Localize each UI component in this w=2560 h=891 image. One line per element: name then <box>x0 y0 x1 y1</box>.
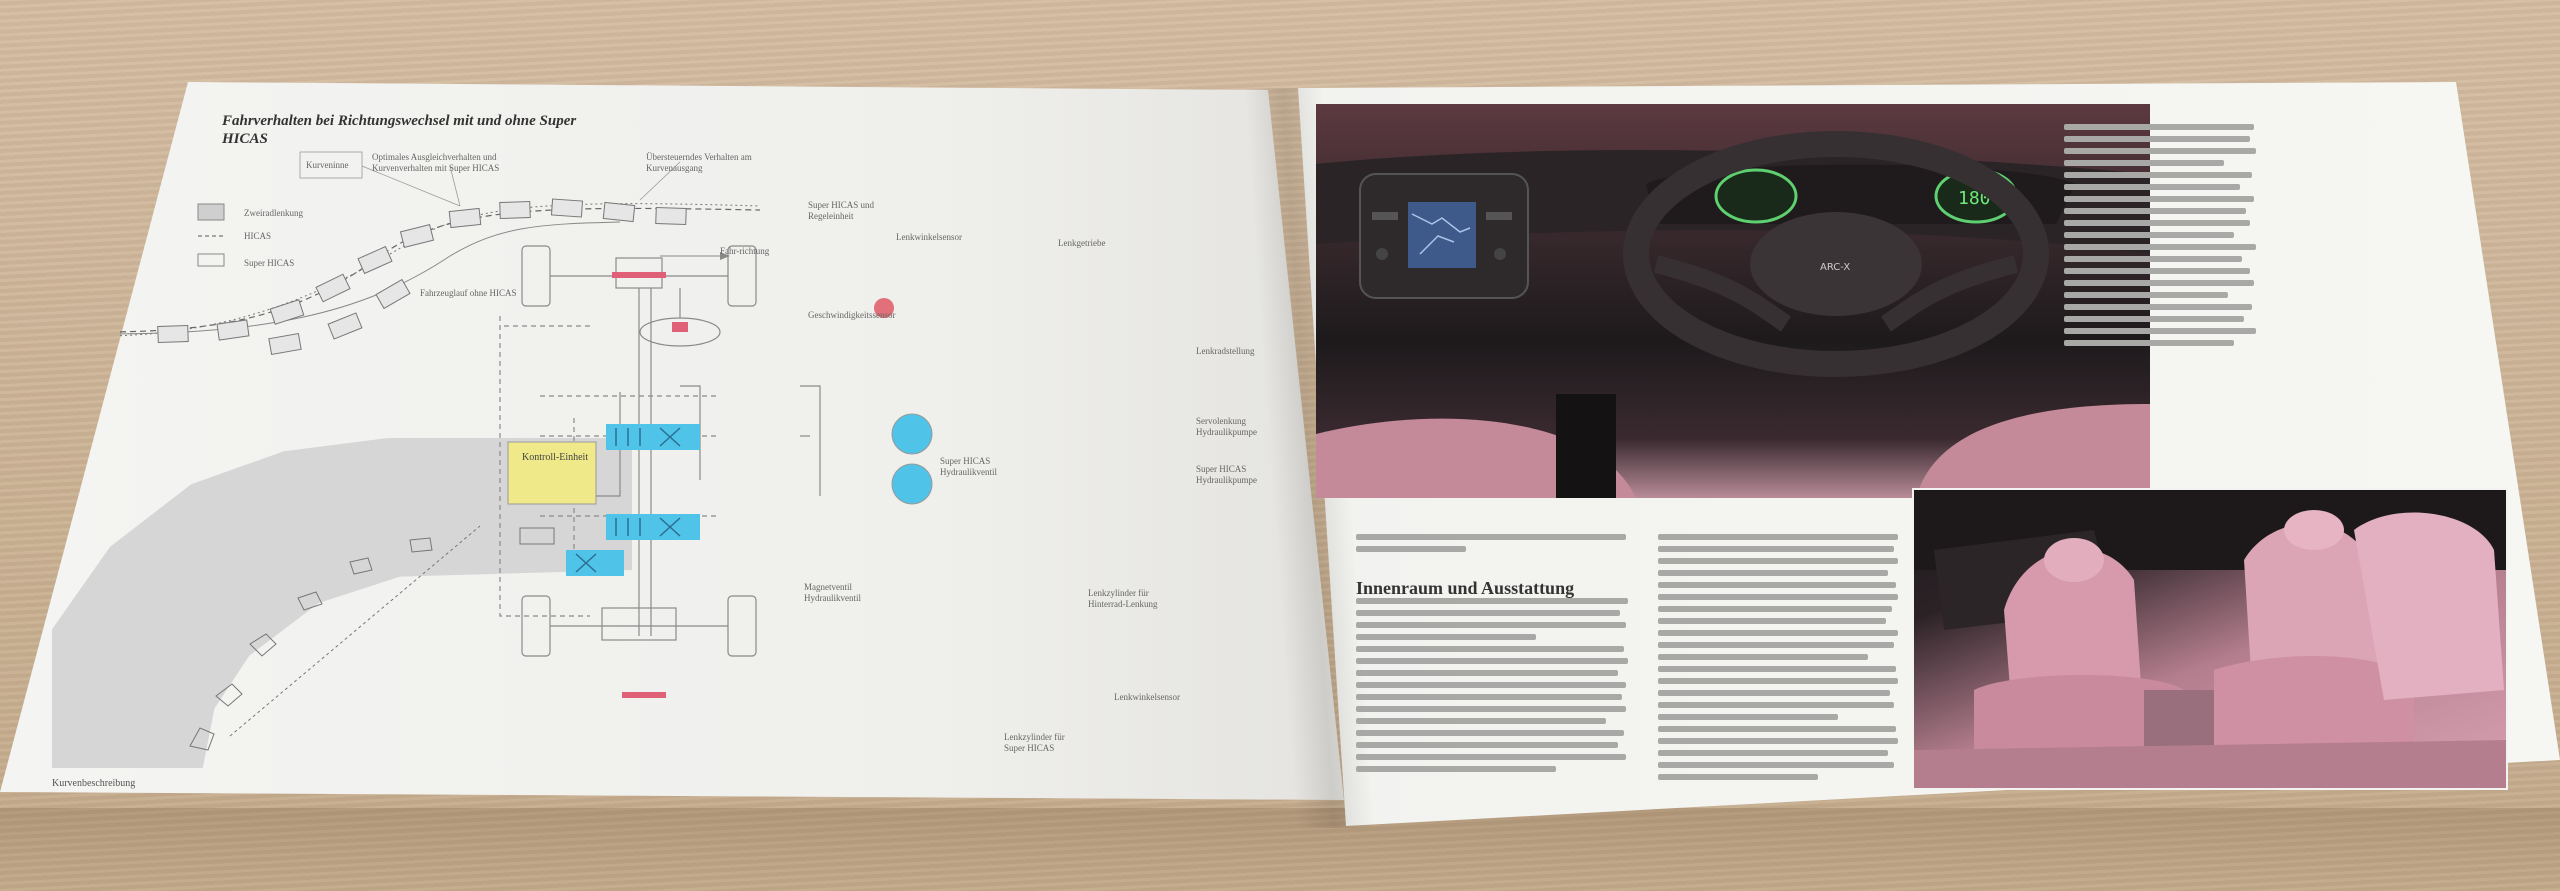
label-magnet: Magnetventil Hydraulikventil <box>804 582 861 603</box>
hicas-diagram <box>120 151 933 751</box>
label-hydraulik: Super HICAS Hydraulikventil <box>940 456 997 477</box>
navigation-screen-icon <box>1408 202 1476 268</box>
label-servo: Servolenkung Hydraulikpumpe <box>1196 416 1257 437</box>
page-title-line2: HICAS <box>222 131 268 147</box>
diagram-title: Super HICAS und Regeleinheit <box>808 200 875 221</box>
label-lenkwinkel: Lenkwinkelsensor <box>896 232 962 242</box>
label-super-pump: Super HICAS Hydraulikpumpe <box>1196 464 1257 485</box>
section-heading: Innenraum und Ausstattung <box>1356 578 1575 598</box>
wheel-badge: ARC-X <box>1820 262 1850 273</box>
dashboard-photo: 180 ARC-X <box>1316 104 2150 498</box>
label-lenkwinkel-hinten: Lenkwinkelsensor <box>1114 692 1180 702</box>
control-unit-box <box>507 441 597 505</box>
callout-fahrzeug: Fahrzeuglauf ohne HICAS <box>420 288 517 298</box>
label-lenkrad: Lenkradstellung <box>1196 346 1255 356</box>
callout-overshoot: Übersteuerndes Verhalten am Kurvenausgan… <box>646 152 752 173</box>
table-shadow <box>0 808 2560 891</box>
label-lenkrad-hinten: Lenkzylinder für Hinterrad-Lenkung <box>1088 588 1158 609</box>
label-geschwindigkeit: Geschwindigkeitssensor <box>808 310 896 320</box>
text-column-intro <box>1356 528 1646 553</box>
legend-box <box>197 203 225 221</box>
callout-optimal: Optimales Ausgleichverhalten und Kurvenv… <box>372 152 500 173</box>
label-kontroll: Kontroll-Einheit <box>522 452 589 463</box>
legend-hicas-label: HICAS <box>244 231 272 241</box>
callout-direction: Fahr-richtung <box>720 246 770 256</box>
legend-box-super <box>197 253 225 267</box>
text-column-left <box>1356 592 1646 773</box>
text-column-right <box>1658 528 1918 781</box>
speed-sensor-dot <box>874 298 894 318</box>
legend-super-label: Super HICAS <box>244 258 295 268</box>
steering-wheel-icon: ARC-X <box>1623 131 2049 377</box>
legend-zweirad-label: Zweiradlenkung <box>244 208 303 218</box>
road-caption: Kurvenbeschreibung <box>52 778 136 789</box>
label-unten: Lenkzylinder für Super HICAS <box>1004 732 1065 753</box>
page-title: Fahrverhalten bei Richtungswechsel mit u… <box>222 113 577 129</box>
callout-start: Kurveninne <box>306 160 349 170</box>
label-lenkgetriebe: Lenkgetriebe <box>1058 238 1106 248</box>
interior-seats-photo <box>1912 488 2508 790</box>
text-column-top-right <box>2064 118 2264 347</box>
